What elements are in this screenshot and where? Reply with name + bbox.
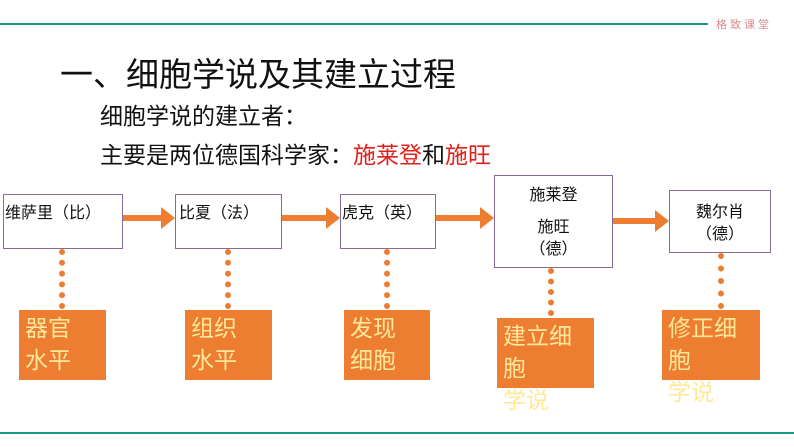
achievement-box: 组织水平 xyxy=(185,310,272,380)
arrow-1 xyxy=(123,207,175,229)
dotted-connector xyxy=(225,249,237,309)
founder-1: 施莱登 xyxy=(353,143,422,169)
scientist-box-schleiden-schwann: 施莱登施旺 （德） xyxy=(494,175,613,268)
founders-line: 主要是两位德国科学家：施莱登和施旺 xyxy=(100,136,491,170)
founder-2: 施旺 xyxy=(445,143,491,169)
arrow-4 xyxy=(613,210,669,232)
scientist-name: 虎克（英） xyxy=(342,203,423,222)
scientist-box-vesalius: 维萨里（比） xyxy=(3,194,123,249)
achievement-line: 水平 xyxy=(191,348,237,374)
scientist-name: 施莱登 xyxy=(529,185,578,204)
top-divider xyxy=(0,23,708,25)
scientist-name: 魏尔肖 xyxy=(695,202,744,221)
scientist-box-bichat: 比夏（法） xyxy=(175,194,282,249)
logo: 格致课堂 xyxy=(716,18,772,31)
scientist-country: （德） xyxy=(695,224,744,243)
scientist-name: 比夏（法） xyxy=(179,203,260,222)
scientist-country: （德） xyxy=(529,239,578,258)
achievement-box: 发现细胞 xyxy=(344,310,430,380)
arrow-3 xyxy=(436,207,494,229)
scientist-box-hooke: 虎克（英） xyxy=(340,194,436,249)
and-text: 和 xyxy=(422,143,445,169)
founders-prefix: 主要是两位德国科学家： xyxy=(100,143,353,169)
dotted-connector xyxy=(718,253,730,309)
achievement-line: 建立细胞 xyxy=(503,324,572,382)
scientist-name-2: 施旺 xyxy=(537,217,570,236)
page-title: 一、细胞学说及其建立过程 xyxy=(60,55,456,94)
achievement-line: 细胞 xyxy=(350,348,396,374)
bottom-divider xyxy=(0,432,794,434)
arrow-2 xyxy=(282,207,340,229)
achievement-box: 器官水平 xyxy=(19,310,106,380)
achievement-box: 建立细胞学说 xyxy=(497,318,594,414)
achievement-line: 学说 xyxy=(668,380,714,406)
dotted-connector xyxy=(548,268,560,316)
dotted-connector xyxy=(384,249,396,309)
achievement-line: 修正细胞 xyxy=(668,316,737,374)
scientist-name: 维萨里（比） xyxy=(5,203,102,222)
achievement-line: 学说 xyxy=(503,388,549,414)
subtitle: 细胞学说的建立者： xyxy=(100,104,307,130)
achievement-line: 器官 xyxy=(25,316,71,342)
scientist-box-virchow: 魏尔肖 （德） xyxy=(669,190,771,253)
achievement-line: 组织 xyxy=(191,316,237,342)
achievement-line: 水平 xyxy=(25,348,71,374)
dotted-connector xyxy=(59,249,71,309)
achievement-line: 发现 xyxy=(350,316,396,342)
achievement-box: 修正细胞学说 xyxy=(662,310,760,406)
